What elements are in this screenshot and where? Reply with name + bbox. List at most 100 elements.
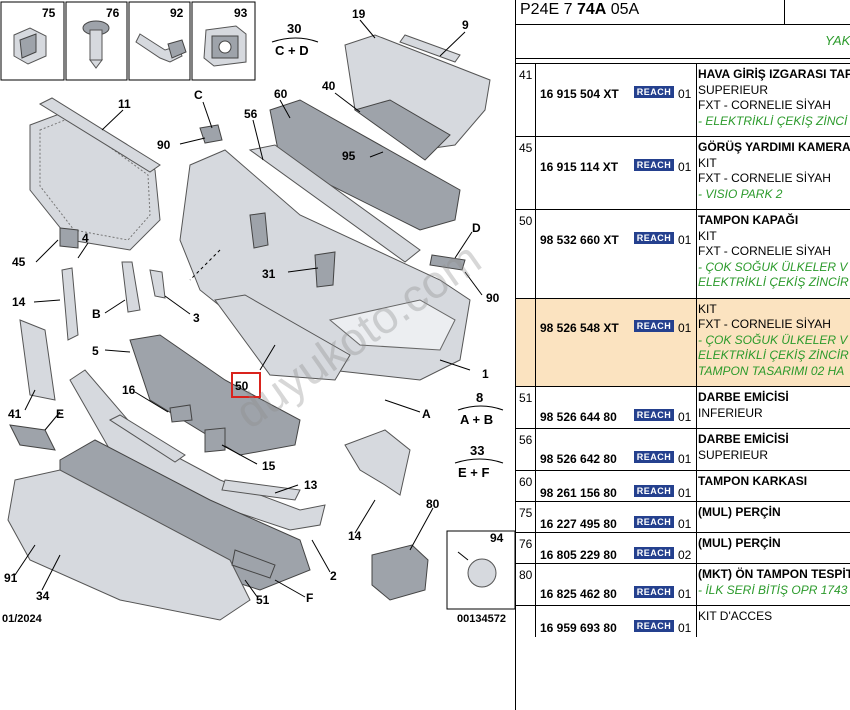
callout-19: 19 xyxy=(352,7,366,21)
callout-80: 80 xyxy=(426,497,440,511)
part-description: (MKT) ÖN TAMPON TESPİT- İLK SERİ BİTİŞ O… xyxy=(698,567,850,598)
description-line: ELEKTRİKLİ ÇEKİŞ ZİNCİR xyxy=(698,348,849,362)
lower-grille xyxy=(129,294,351,456)
description-line: KIT xyxy=(698,228,717,243)
callout-c: C xyxy=(194,88,203,102)
callouts: 11 90 C 60 56 40 19 9 95 45 4 14 B 3 31 … xyxy=(4,7,504,607)
part-number[interactable]: 16 227 495 80 xyxy=(540,517,617,531)
clip-fastener-icon xyxy=(13,27,47,65)
row-index: 50 xyxy=(519,214,533,228)
description-line: - İLK SERİ BİTİŞ OPR 1743 xyxy=(698,582,848,597)
callout-31: 31 xyxy=(262,267,276,281)
reach-badge: REACH xyxy=(634,516,674,528)
parts-diagram: 75 76 92 93 30 C + D 8 xyxy=(0,1,515,625)
description-line: - ELEKTRİKLİ ÇEKİŞ ZİNCİ xyxy=(698,113,848,128)
description-line: DARBE EMİCİSİ xyxy=(698,390,789,404)
underbody-shield xyxy=(7,469,251,621)
callout-13: 13 xyxy=(304,478,318,492)
quantity: 01 xyxy=(678,621,692,635)
row-index: 45 xyxy=(519,141,533,155)
description-line: DARBE EMİCİSİ xyxy=(698,432,789,446)
description-line: KIT xyxy=(698,155,717,170)
svg-text:E + F: E + F xyxy=(458,465,489,480)
group-8: 8 A + B xyxy=(457,390,504,427)
description-line: FXT - CORNELIE SİYAH xyxy=(698,98,831,112)
svg-text:30: 30 xyxy=(287,21,301,36)
part-number[interactable]: 16 805 229 80 xyxy=(540,548,617,562)
part-number[interactable]: 16 915 504 XT xyxy=(540,86,619,101)
table-row[interactable]: 80 16 825 462 80 REACH 01 (MKT) ÖN TAMPON TE… xyxy=(516,563,850,606)
quantity: 02 xyxy=(678,548,692,562)
part-number[interactable]: 98 526 644 80 xyxy=(540,409,617,424)
description-line: INFERIEUR xyxy=(698,405,763,420)
description-line: TAMPON KAPAĞI xyxy=(698,213,799,227)
reach-badge: REACH xyxy=(634,158,674,171)
callout-40: 40 xyxy=(322,79,336,93)
svg-text:33: 33 xyxy=(470,443,484,458)
quantity: 01 xyxy=(678,451,692,466)
part-number[interactable]: 98 532 660 XT xyxy=(540,232,619,247)
description-line: - VISIO PARK 2 xyxy=(698,186,783,201)
callout-11: 11 xyxy=(118,97,131,111)
reach-badge: REACH xyxy=(634,231,674,244)
callout-a: A xyxy=(422,407,431,421)
description-line: KIT xyxy=(698,301,717,316)
reach-badge: REACH xyxy=(634,85,674,98)
callout-45: 45 xyxy=(12,255,26,269)
upper-grille-frame xyxy=(344,34,491,161)
quantity: 01 xyxy=(678,159,692,174)
callout-51: 51 xyxy=(256,593,270,607)
part-number[interactable]: 98 526 548 XT xyxy=(540,321,619,335)
part-description: KIT D'ACCES xyxy=(698,609,772,625)
part-number[interactable]: 98 526 642 80 xyxy=(540,451,617,466)
row-index: 41 xyxy=(519,68,533,82)
bolt-icon xyxy=(135,33,187,63)
part-number[interactable]: 16 915 114 XT xyxy=(540,159,619,174)
callout-95: 95 xyxy=(342,149,356,163)
row-index: 56 xyxy=(519,433,533,447)
row-index: 51 xyxy=(519,391,533,405)
reach-badge: REACH xyxy=(634,320,674,332)
part-description: (MUL) PERÇİN xyxy=(698,505,781,521)
callout-60: 60 xyxy=(274,87,288,101)
row-index: 76 xyxy=(519,537,533,551)
box-label-93: 93 xyxy=(234,6,248,20)
reach-badge: REACH xyxy=(634,450,674,463)
grille-trim xyxy=(38,97,161,173)
part-number[interactable]: 16 825 462 80 xyxy=(540,586,617,601)
svg-text:C + D: C + D xyxy=(275,43,309,58)
description-line: SUPERIEUR xyxy=(698,82,769,97)
leader-lines xyxy=(14,19,483,599)
description-line: (MUL) PERÇİN xyxy=(698,536,781,550)
highlight-box-50 xyxy=(231,372,261,398)
callout-16: 16 xyxy=(122,383,136,397)
callout-50: 50 xyxy=(235,379,249,393)
callout-90: 90 xyxy=(157,138,171,152)
description-line: KIT D'ACCES xyxy=(698,609,773,623)
reach-badge: REACH xyxy=(634,585,674,598)
description-line: SUPERIEUR xyxy=(698,447,769,462)
header-note: YAK xyxy=(825,33,850,48)
description-line: FXT - CORNELIE SİYAH xyxy=(698,317,831,331)
callout-d: D xyxy=(472,221,481,235)
push-rivet-icon xyxy=(82,20,110,69)
diagram-code: 00134572 xyxy=(457,613,506,625)
part-number[interactable]: 16 959 693 80 xyxy=(540,621,617,635)
callout-14: 14 xyxy=(12,295,26,309)
quantity: 01 xyxy=(678,586,692,601)
row-index: 80 xyxy=(519,568,533,582)
part-number[interactable]: 98 261 156 80 xyxy=(540,486,617,500)
